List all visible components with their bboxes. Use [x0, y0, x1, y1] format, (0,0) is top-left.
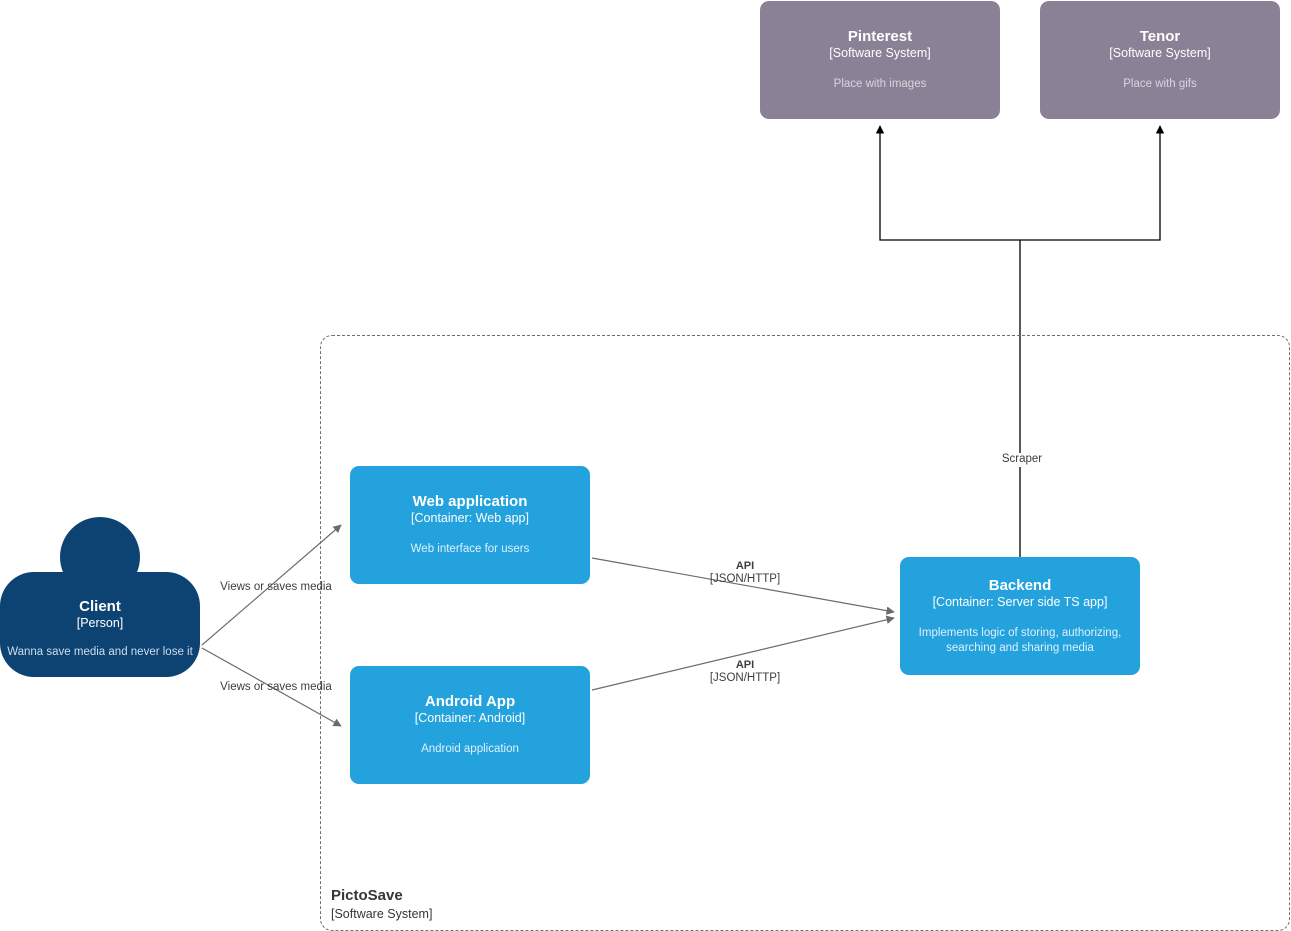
web-application-type: [Container: Web app] — [411, 511, 529, 526]
boundary-title: PictoSave — [331, 887, 403, 904]
system-boundary-pictosave — [320, 335, 1290, 931]
backend-description: Implements logic of storing, authorizing… — [918, 627, 1122, 654]
edge-label-name: Views or saves media — [220, 581, 332, 593]
web-application-description: Web interface for users — [410, 543, 530, 556]
edge-backend-to-tenor — [1020, 125, 1165, 241]
client-description: Wanna save media and never lose it — [7, 646, 193, 659]
pinterest-type: [Software System] — [829, 46, 931, 61]
edge-label-backend-to-externals: Scraper — [962, 453, 1082, 467]
person-client[interactable]: Client [Person] Wanna save media and nev… — [0, 517, 200, 677]
edge-label-android-app-to-backend: API [JSON/HTTP] — [680, 659, 810, 686]
pinterest-title: Pinterest — [847, 28, 913, 46]
edge-label-name: API — [735, 560, 755, 572]
container-backend[interactable]: Backend [Container: Server side TS app] … — [900, 557, 1140, 675]
system-boundary-label: PictoSave [Software System] — [331, 887, 432, 922]
edge-label-name: Scraper — [1001, 453, 1043, 465]
edge-label-tech: [JSON/HTTP] — [709, 672, 781, 685]
edge-label-client-to-web-application: Views or saves media — [181, 581, 371, 595]
edge-label-client-to-android-app: Views or saves media — [181, 681, 371, 695]
boundary-type: [Software System] — [331, 907, 433, 921]
android-app-description: Android application — [421, 743, 519, 756]
container-android-app[interactable]: Android App [Container: Android] Android… — [350, 666, 590, 784]
edge-label-name: API — [735, 659, 755, 671]
android-app-title: Android App — [424, 693, 516, 711]
tenor-title: Tenor — [1139, 28, 1181, 46]
tenor-description: Place with gifs — [1123, 78, 1197, 91]
edge-label-tech: [JSON/HTTP] — [709, 573, 781, 586]
edge-label-name: Views or saves media — [220, 681, 332, 693]
client-type: [Person] — [76, 616, 124, 631]
backend-title: Backend — [988, 577, 1052, 594]
backend-type: [Container: Server side TS app] — [932, 595, 1108, 610]
android-app-type: [Container: Android] — [414, 711, 526, 726]
edge-label-web-application-to-backend: API [JSON/HTTP] — [680, 560, 810, 587]
web-application-title: Web application — [412, 493, 528, 511]
software-system-tenor[interactable]: Tenor [Software System] Place with gifs — [1040, 1, 1280, 119]
person-body: Client [Person] Wanna save media and nev… — [0, 572, 200, 677]
pinterest-description: Place with images — [833, 78, 927, 91]
tenor-type: [Software System] — [1109, 46, 1211, 61]
container-web-application[interactable]: Web application [Container: Web app] Web… — [350, 466, 590, 584]
client-title: Client — [79, 598, 121, 615]
software-system-pinterest[interactable]: Pinterest [Software System] Place with i… — [760, 1, 1000, 119]
